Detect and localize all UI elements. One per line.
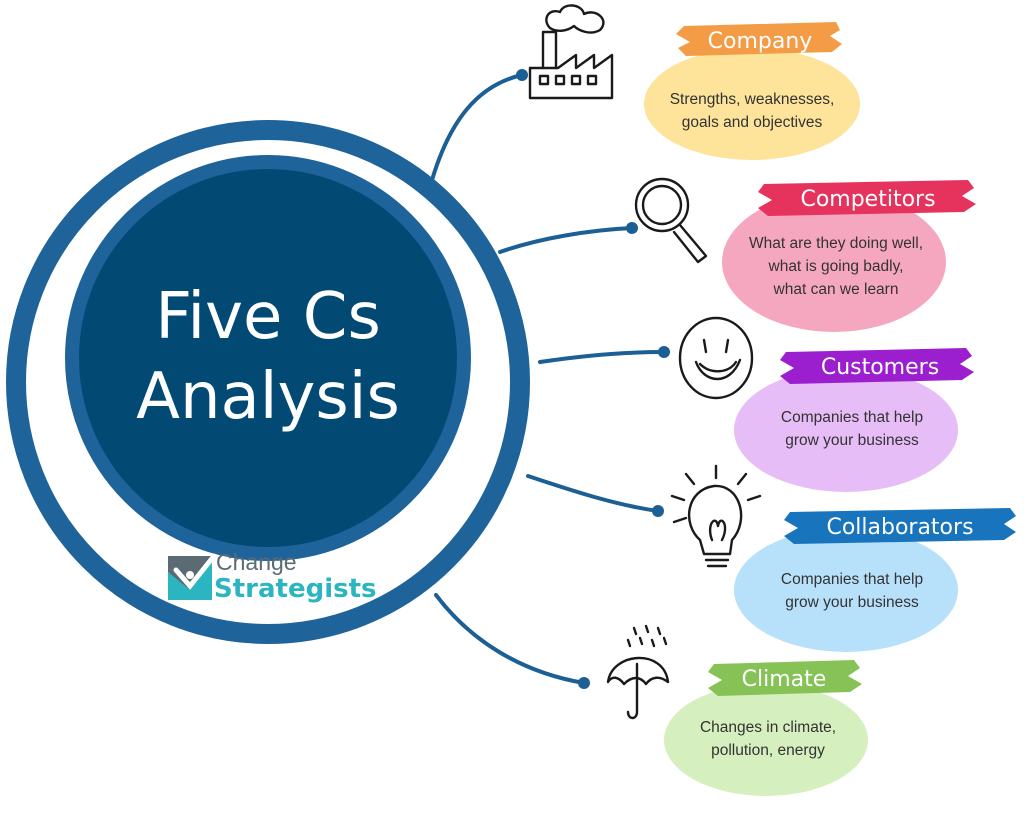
- connector-dot-collaborators: [652, 505, 664, 517]
- climate-card: Climate Changes in climate, pollution, e…: [664, 660, 868, 796]
- company-blob: [644, 48, 860, 160]
- collaborators-desc-line1: Companies that help: [781, 571, 923, 588]
- company-card: Company Strengths, weaknesses, goals and…: [644, 22, 860, 160]
- competitors-desc-line1: What are they doing well,: [749, 235, 923, 252]
- competitors-blob: [722, 192, 946, 332]
- collaborators-desc-line2: grow your business: [785, 594, 919, 611]
- connector-dot-company: [516, 69, 528, 81]
- connector-collaborators: [526, 474, 660, 513]
- collaborators-card: Collaborators Companies that help grow y…: [734, 508, 1016, 652]
- hub-title-line2: Analysis: [136, 360, 400, 434]
- hub: Five Cs Analysis: [6, 120, 530, 644]
- factory-icon: [528, 4, 614, 100]
- customers-blob: [734, 368, 958, 492]
- connector-climate: [434, 593, 586, 685]
- change-strategists-logo: Change Strategists: [168, 549, 377, 604]
- hub-title-line1: Five Cs: [155, 280, 381, 354]
- collaborators-tag-label: Collaborators: [826, 515, 973, 540]
- connector-customers: [538, 350, 666, 364]
- smiley-face-icon: [678, 316, 754, 400]
- competitors-desc-line2: what is going badly,: [768, 258, 904, 275]
- company-desc-line2: goals and objectives: [682, 114, 823, 131]
- collaborators-tag-brush: [784, 508, 1016, 544]
- customers-desc-line1: Companies that help: [781, 409, 923, 426]
- hub-inner-ring: [65, 155, 471, 561]
- logo-text-top: Change: [216, 549, 297, 575]
- climate-desc-line1: Changes in climate,: [700, 719, 836, 736]
- climate-tag-label: Climate: [742, 667, 827, 692]
- competitors-tag-label: Competitors: [800, 187, 935, 212]
- competitors-desc-line3: what can we learn: [773, 281, 899, 298]
- connector-dot-climate: [578, 677, 590, 689]
- company-tag-brush: [676, 22, 842, 56]
- customers-desc-line2: grow your business: [785, 432, 919, 449]
- magnifying-glass-icon: [634, 177, 708, 264]
- connector-dot-competitors: [626, 222, 638, 234]
- climate-blob: [664, 684, 868, 796]
- company-tag-label: Company: [708, 29, 813, 54]
- customers-tag-label: Customers: [821, 355, 939, 380]
- climate-tag-brush: [708, 660, 862, 696]
- umbrella-rain-icon: [606, 624, 670, 720]
- company-desc-line1: Strengths, weaknesses,: [670, 91, 835, 108]
- competitors-tag-brush: [758, 180, 976, 216]
- logo-text-bottom: Strategists: [214, 574, 377, 604]
- connector-company: [430, 73, 524, 182]
- customers-card: Customers Companies that help grow your …: [734, 348, 974, 492]
- lightbulb-icon: [670, 464, 762, 568]
- connectors: [430, 69, 670, 689]
- customers-tag-brush: [780, 348, 974, 384]
- climate-desc-line2: pollution, energy: [711, 742, 825, 759]
- competitors-card: Competitors What are they doing well, wh…: [722, 180, 976, 332]
- connector-dot-customers: [658, 346, 670, 358]
- connector-competitors: [498, 226, 634, 254]
- collaborators-blob: [734, 528, 958, 652]
- logo-mark-icon: [168, 553, 217, 600]
